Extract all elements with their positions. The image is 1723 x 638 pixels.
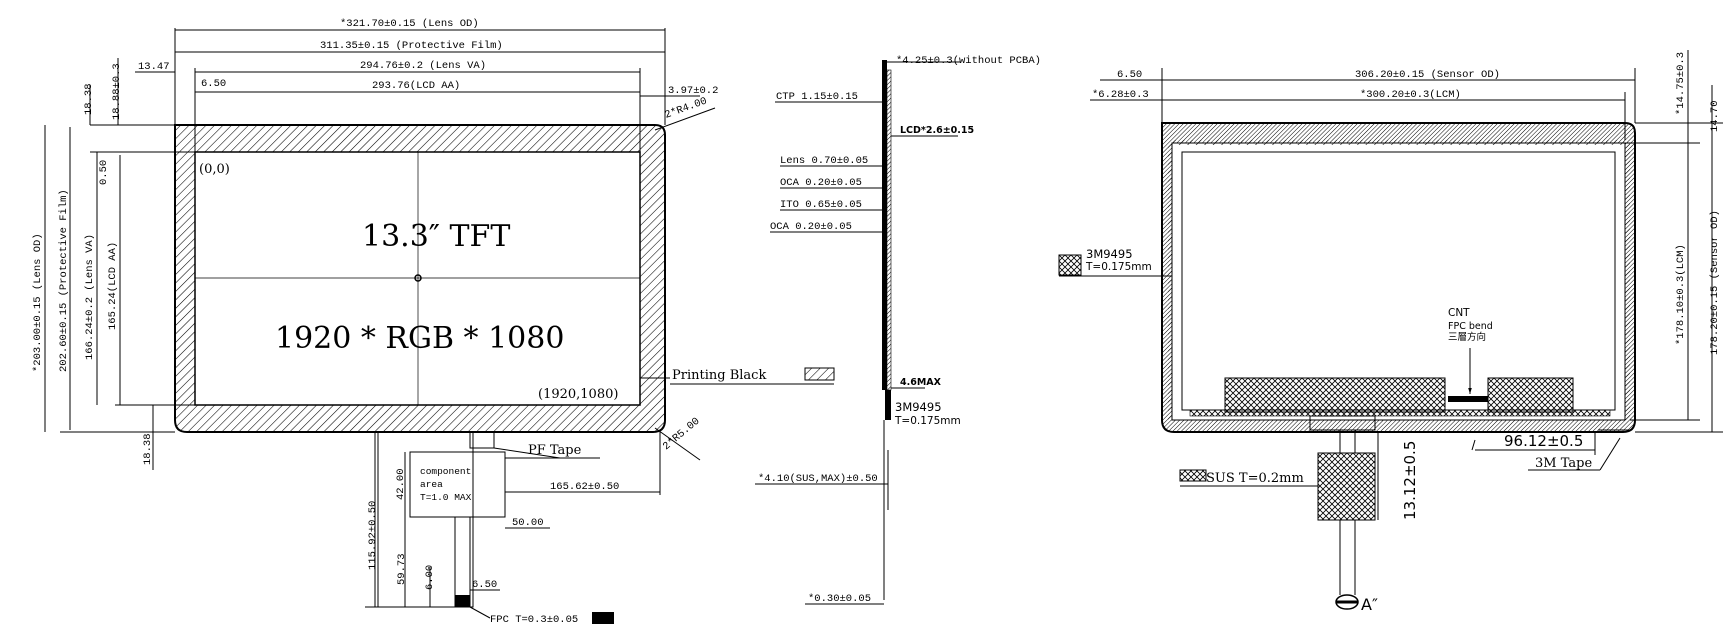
component-area-line3: T=1.0 MAX <box>420 492 472 503</box>
back-cnt-label: CNT <box>1448 307 1470 319</box>
side-layer-1: Lens 0.70±0.05 <box>780 155 868 167</box>
dim-fpc-right: 165.62±0.50 <box>550 481 619 493</box>
center-mark <box>414 274 422 282</box>
back-right-tape <box>1625 143 1630 420</box>
dim-bottom-offset: 18.38 <box>142 433 154 465</box>
side-lcd-body <box>886 69 892 391</box>
back-pcb-right <box>1487 377 1574 413</box>
panel-title: 13.3″ TFT <box>362 219 510 254</box>
side-top-dim: *4.25±0.3(without PCBA) <box>896 55 1041 67</box>
dim-aa-offset: 6.50 <box>201 78 226 90</box>
front-view: (0,0) (1920,1080) 13.3″ TFT 1920 * RGB *… <box>32 18 835 626</box>
back-inner-panel <box>1181 151 1616 411</box>
back-view: CNT FPC bend 三層方向 A″ 306.20±0.15 (Sensor… <box>1058 50 1723 614</box>
dim-fpc-width: 6.50 <box>472 579 497 591</box>
back-sus-swatch <box>1179 469 1207 482</box>
dim-fpc-end-h: 6.00 <box>424 565 436 590</box>
side-ctp-dim: CTP 1.15±0.15 <box>776 91 858 103</box>
side-layer-3: ITO 0.65±0.05 <box>780 199 862 211</box>
printing-black-label: Printing Black <box>672 368 766 383</box>
back-sus-label: SUS T=0.2mm <box>1206 471 1304 486</box>
dim-left-inner: 0.50 <box>98 160 110 185</box>
dim-fpc-total-h: 115.92±0.50 <box>367 501 379 570</box>
fpc-thickness-swatch <box>592 612 614 624</box>
back-cnt-note-2: 三層方向 <box>1448 331 1486 343</box>
dim-film-h: 202.60±0.15 (Protective Film) <box>58 189 70 372</box>
back-pcb-strip <box>1189 409 1611 417</box>
back-top-tape <box>1172 140 1625 145</box>
side-layer-2: OCA 0.20±0.05 <box>780 177 862 189</box>
dim-lens-od-w: *321.70±0.15 (Lens OD) <box>340 18 479 30</box>
side-view: *4.25±0.3(without PCBA) CTP 1.15±0.15 LC… <box>755 55 1041 605</box>
end-label: (1920,1080) <box>538 387 618 402</box>
fpc-tail <box>454 516 471 608</box>
dim-fpc-thickness: FPC T=0.3±0.05 <box>490 614 578 626</box>
back-top-right-b: 14.70 <box>1709 100 1721 132</box>
back-tape-swatch <box>1058 254 1082 276</box>
back-lcm-h: *178.10±0.3(LCM) <box>1675 244 1687 345</box>
view-label: A″ <box>1361 595 1378 614</box>
back-tape-thickness: T=0.175mm <box>1085 261 1152 273</box>
side-tape-thickness: T=0.175mm <box>894 415 961 427</box>
back-left-offset-b: *6.28±0.3 <box>1092 89 1149 101</box>
back-sensor-od-h: 178.20±0.15 (Sensor OD) <box>1709 210 1721 355</box>
back-tape-name: 3M9495 <box>1086 247 1133 261</box>
dim-component-h: 42.00 <box>395 468 407 500</box>
origin-label: (0,0) <box>199 162 230 177</box>
pf-tape <box>469 431 495 449</box>
dim-top-offset-a: 18.38 <box>83 83 95 115</box>
dim-film-w: 311.35±0.15 (Protective Film) <box>320 40 503 52</box>
resolution-label: 1920 * RGB * 1080 <box>275 321 564 356</box>
dim-fpc-tail-h: 59.73 <box>396 553 408 585</box>
dim-lens-va-w: 294.76±0.2 (Lens VA) <box>360 60 486 72</box>
dim-corner-top: 2*R4.00 <box>663 95 709 121</box>
side-lcd-dim: LCD*2.6±0.15 <box>900 125 974 136</box>
back-lcm-w: *300.20±0.3(LCM) <box>1360 89 1461 101</box>
side-sus-label: *4.10(SUS,MAX)±0.50 <box>758 473 878 485</box>
dim-lcd-aa-w: 293.76(LCD AA) <box>372 80 460 92</box>
side-bottom-dim: *0.30±0.05 <box>808 593 871 605</box>
back-pcb-left <box>1224 377 1446 413</box>
dim-component-w: 50.00 <box>512 517 544 529</box>
side-tape-name: 3M9495 <box>895 400 942 414</box>
dim-right-offset: 3.97±0.2 <box>668 85 718 97</box>
back-left-offset-a: 6.50 <box>1117 69 1142 81</box>
back-fpc-stiffener <box>1317 452 1376 521</box>
printing-black-swatch <box>804 367 835 381</box>
back-fpc-connector <box>1309 415 1376 431</box>
back-left-tape <box>1168 143 1172 420</box>
component-area-line1: component <box>420 466 471 477</box>
fpc-stiffener <box>455 595 470 607</box>
back-dim-9612: 96.12±0.5 <box>1504 432 1583 450</box>
active-area <box>194 151 641 406</box>
back-top-right-a: *14.75±0.3 <box>1675 52 1687 115</box>
side-max-label: 4.6MAX <box>900 377 942 388</box>
back-dim-1312: 13.12±0.5 <box>1401 441 1419 520</box>
component-area-line2: area <box>420 479 443 490</box>
dim-left-offset: 13.47 <box>138 61 170 73</box>
dim-lens-od-h: *203.00±0.15 (Lens OD) <box>32 233 44 372</box>
dim-lcd-aa-h: 165.24(LCD AA) <box>107 242 119 330</box>
back-sensor-od-w: 306.20±0.15 (Sensor OD) <box>1355 69 1500 81</box>
pf-tape-label: PF Tape <box>528 443 582 458</box>
back-cnt-note-1: FPC bend <box>1448 321 1493 332</box>
dim-lens-va-h: 166.24±0.2 (Lens VA) <box>84 234 96 360</box>
side-layer-4: OCA 0.20±0.05 <box>770 221 852 233</box>
back-connector <box>1448 396 1488 402</box>
side-tape <box>885 390 891 420</box>
side-lens-body <box>882 60 887 390</box>
dim-top-offset-b: 18.88±0.3 <box>111 63 123 120</box>
back-3m-tape: 3M Tape <box>1535 456 1592 471</box>
